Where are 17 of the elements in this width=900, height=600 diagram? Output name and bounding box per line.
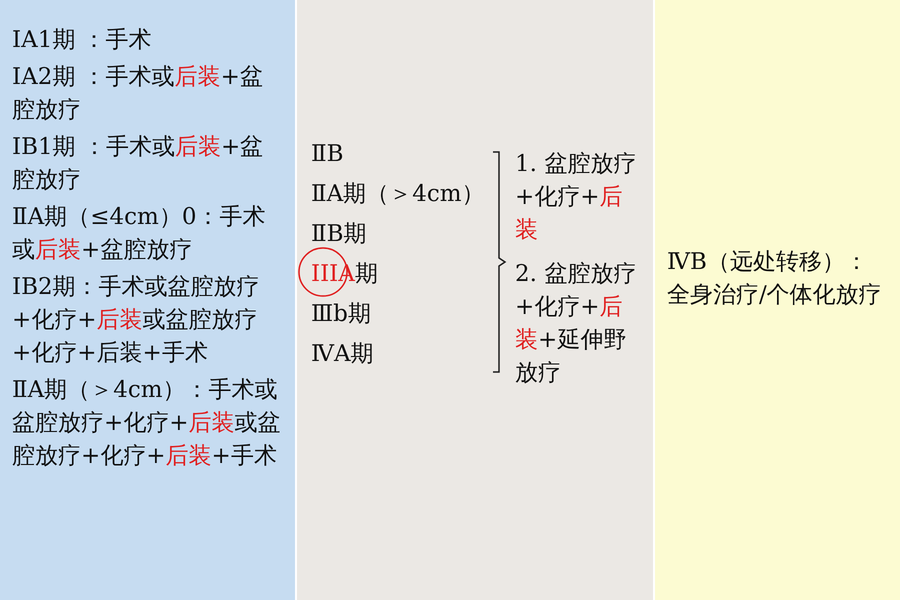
column-panel	[297, 0, 653, 600]
stage-label: Ⅲb期	[311, 300, 371, 329]
treatment-text: 2. 盆腔放疗+化疗+后装+延伸野放疗	[515, 260, 638, 388]
stage-treatment-text: ⅡA期（≤4cm）0：手术或后装+盆腔放疗	[12, 203, 266, 265]
treatment-text: ⅣB（远处转移）：全身治疗/个体化放疗	[667, 248, 883, 310]
stage-treatment-text: ⅠB2期：手术或盆腔放疗+化疗+后装或盆腔放疗+化疗+后装+手术	[12, 273, 261, 368]
stage-label: ⅡB	[311, 140, 344, 169]
stage-treatment-text: IA2期 ：手术或后装+盆腔放疗	[12, 63, 264, 125]
stage-treatment-text: ⅡA期（＞4cm）：手术或盆腔放疗+化疗+后装或盆腔放疗+化疗+后装+手术	[12, 376, 281, 471]
treatment-text: 1. 盆腔放疗+化疗+后装	[515, 150, 638, 245]
stage-label: ⅡA期（＞4cm）	[311, 180, 485, 209]
stage-treatment-text: IB1期 ：手术或后装+盆腔放疗	[12, 133, 264, 195]
stage-label: ⅣA期	[311, 340, 374, 369]
column-panel	[0, 0, 295, 600]
stage-treatment-text: IA1期 ：手术	[12, 26, 153, 55]
stage-label: ⅡB期	[311, 220, 367, 249]
column-panel	[655, 0, 900, 600]
